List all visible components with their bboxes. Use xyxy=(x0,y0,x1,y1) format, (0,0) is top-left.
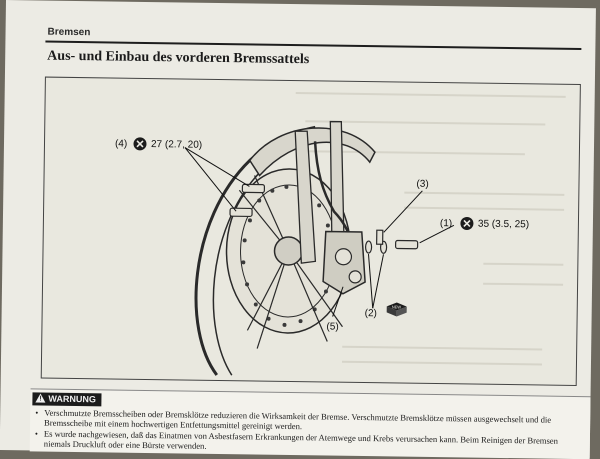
caliper-mount-bolts xyxy=(229,183,266,218)
torque-wrench-icon xyxy=(460,216,474,230)
leader-lines xyxy=(184,147,455,317)
callout-4-torque: 27 (2.7, 20) xyxy=(150,139,203,151)
header-rule xyxy=(45,40,582,51)
callout-2-label: (2) xyxy=(364,308,377,320)
callout-1-torque: 35 (3.5, 25) xyxy=(477,218,530,231)
callout-4-label: (4) xyxy=(114,138,128,150)
callout-5-label: (5) xyxy=(326,321,339,333)
warning-exclamation-icon: ! xyxy=(39,395,42,403)
brake-caliper-illustration xyxy=(184,92,566,376)
callout-1-label: (1) xyxy=(439,218,453,230)
fender xyxy=(248,127,376,177)
running-header: Bremsen xyxy=(47,26,91,39)
warning-label: ! WARNUNG xyxy=(32,392,102,407)
tire-inner xyxy=(212,172,261,376)
wheel-hub xyxy=(273,236,304,266)
warning-label-text: WARNUNG xyxy=(48,393,97,405)
new-part-icon: NEW xyxy=(386,302,407,317)
banjo-bolt-assembly xyxy=(364,229,419,254)
new-part-tag: NEW xyxy=(392,304,402,309)
section-title: Aus- und Einbau des vorderen Bremssattel… xyxy=(47,48,310,68)
callout-3-label: (3) xyxy=(416,178,429,190)
torque-wrench-icon xyxy=(133,137,147,151)
figure-box: (4) 27 (2.7, 20) (3) (1) 35 (3.5, 25) (2… xyxy=(40,76,581,387)
front-fork xyxy=(294,130,317,264)
warning-block: ! WARNUNG Verschmutzte Bremsscheiben ode… xyxy=(29,388,591,459)
